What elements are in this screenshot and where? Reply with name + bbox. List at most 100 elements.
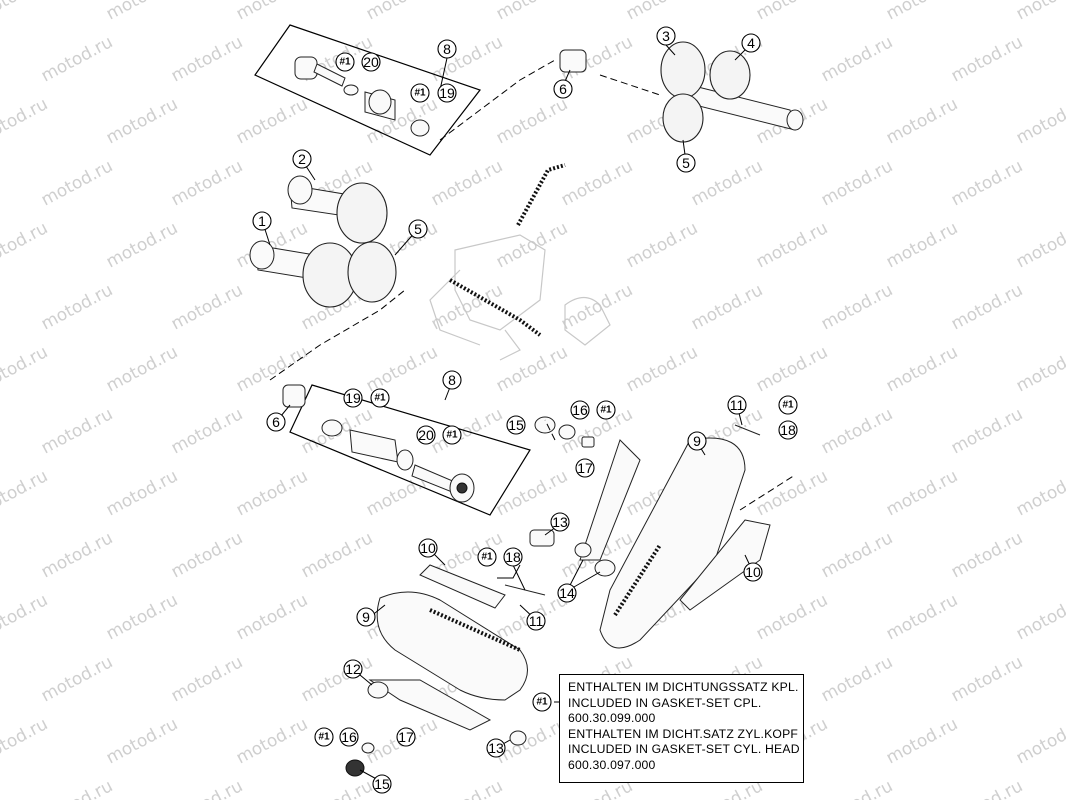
- watermark-text: motod.ru: [883, 94, 961, 148]
- watermark-text: motod.ru: [428, 156, 506, 210]
- watermark-text: motod.ru: [0, 466, 51, 520]
- callout-12: 12: [343, 659, 363, 679]
- watermark-text: motod.ru: [233, 0, 311, 24]
- watermark-text: motod.ru: [623, 342, 701, 396]
- callout-19-top: 19: [437, 83, 457, 103]
- watermark-text: motod.ru: [818, 156, 896, 210]
- legend-line-5: INCLUDED IN GASKET-SET CYL. HEAD: [568, 742, 800, 756]
- svg-text:17: 17: [398, 729, 414, 745]
- callout-hash1-g: #1: [477, 547, 497, 567]
- callout-20-bottom: 20: [416, 425, 436, 445]
- watermark-text: motod.ru: [38, 32, 116, 86]
- svg-text:6: 6: [559, 81, 567, 97]
- watermark-text: motod.ru: [168, 280, 246, 334]
- callout-11-left: 11: [526, 611, 546, 631]
- watermark-text: motod.ru: [493, 94, 571, 148]
- watermark-text: motod.ru: [818, 652, 896, 706]
- watermark-text: motod.ru: [103, 466, 181, 520]
- svg-text:13: 13: [552, 514, 568, 530]
- watermark-text: motod.ru: [818, 404, 896, 458]
- callout-hash1-c: #1: [370, 388, 390, 408]
- callout-13-mid: 13: [550, 512, 570, 532]
- callout-17-bottom: 17: [396, 727, 416, 747]
- watermark-text: motod.ru: [1013, 0, 1066, 24]
- watermark-text: motod.ru: [0, 342, 51, 396]
- callout-hash1-b: #1: [410, 83, 430, 103]
- watermark-text: motod.ru: [493, 0, 571, 24]
- svg-text:11: 11: [730, 397, 745, 413]
- svg-text:19: 19: [439, 85, 455, 101]
- svg-text:5: 5: [682, 155, 690, 171]
- legend-line-1: ENTHALTEN IM DICHTUNGSSATZ KPL.: [568, 680, 799, 694]
- seal-kit-box-bottom: [269, 59, 556, 516]
- watermark-text: motod.ru: [0, 218, 51, 272]
- watermark-text: motod.ru: [0, 0, 51, 24]
- svg-text:4: 4: [747, 35, 755, 51]
- watermark-text: motod.ru: [233, 94, 311, 148]
- callout-14: 14: [557, 583, 577, 603]
- camshaft-assembly-left: [249, 175, 397, 308]
- svg-text:15: 15: [508, 417, 524, 433]
- callout-15-mid: 15: [506, 415, 526, 435]
- seal-kit-box-top: [254, 24, 481, 156]
- svg-text:15: 15: [374, 776, 390, 792]
- watermark-text: motod.ru: [103, 0, 181, 24]
- watermark-text: motod.ru: [1013, 218, 1066, 272]
- callout-hash1-legend: #1: [532, 692, 552, 712]
- watermark-text: motod.ru: [168, 776, 246, 800]
- watermark-text: motod.ru: [38, 156, 116, 210]
- timing-chains: [376, 163, 746, 701]
- watermark-text: motod.ru: [363, 342, 441, 396]
- svg-text:#1: #1: [600, 405, 612, 416]
- svg-text:19: 19: [345, 390, 361, 406]
- watermark-text: motod.ru: [883, 0, 961, 24]
- watermark-text: motod.ru: [883, 218, 961, 272]
- svg-text:14: 14: [559, 585, 575, 601]
- svg-text:#1: #1: [318, 732, 330, 743]
- watermark-text: motod.ru: [948, 404, 1026, 458]
- callout-18-right: 18: [778, 420, 798, 440]
- callout-6-left: 6: [266, 412, 286, 432]
- callout-9-right: 9: [687, 431, 707, 451]
- watermark-text: motod.ru: [818, 280, 896, 334]
- watermark-text: motod.ru: [168, 404, 246, 458]
- watermark-text: motod.ru: [363, 0, 441, 24]
- watermark-text: motod.ru: [233, 714, 311, 768]
- legend-box: ENTHALTEN IM DICHTUNGSSATZ KPL. INCLUDED…: [559, 674, 804, 783]
- watermark-text: motod.ru: [1013, 342, 1066, 396]
- callout-20-top: 20: [361, 52, 381, 72]
- callout-8-top: 8: [437, 39, 457, 59]
- watermark-text: motod.ru: [493, 218, 571, 272]
- watermark-text: motod.ru: [558, 280, 636, 334]
- watermark-text: motod.ru: [818, 32, 896, 86]
- watermark-text: motod.ru: [883, 342, 961, 396]
- callout-5-left: 5: [408, 219, 428, 239]
- watermark-text: motod.ru: [1013, 466, 1066, 520]
- callout-hash1-e: #1: [596, 400, 616, 420]
- watermark-text: motod.ru: [168, 156, 246, 210]
- watermark-text: motod.ru: [623, 218, 701, 272]
- svg-text:10: 10: [745, 564, 761, 580]
- callout-2: 2: [292, 149, 312, 169]
- callout-10-left: 10: [418, 538, 438, 558]
- watermark-text: motod.ru: [233, 466, 311, 520]
- watermark-text: motod.ru: [948, 32, 1026, 86]
- watermark-text: motod.ru: [233, 590, 311, 644]
- svg-text:9: 9: [693, 433, 701, 449]
- svg-text:10: 10: [420, 540, 436, 556]
- watermark-text: motod.ru: [753, 590, 831, 644]
- svg-text:11: 11: [529, 613, 544, 629]
- svg-text:20: 20: [363, 54, 379, 70]
- watermark-text: motod.ru: [883, 714, 961, 768]
- callout-1: 1: [252, 211, 272, 231]
- callout-16-mid: 16: [570, 400, 590, 420]
- watermark-text: motod.ru: [753, 0, 831, 24]
- watermark-text: motod.ru: [1013, 714, 1066, 768]
- watermark-text: motod.ru: [883, 590, 961, 644]
- svg-text:12: 12: [345, 661, 361, 677]
- watermark-text: motod.ru: [103, 94, 181, 148]
- watermark-text: motod.ru: [948, 528, 1026, 582]
- svg-text:3: 3: [662, 28, 670, 44]
- callout-15-bottom: 15: [372, 774, 392, 794]
